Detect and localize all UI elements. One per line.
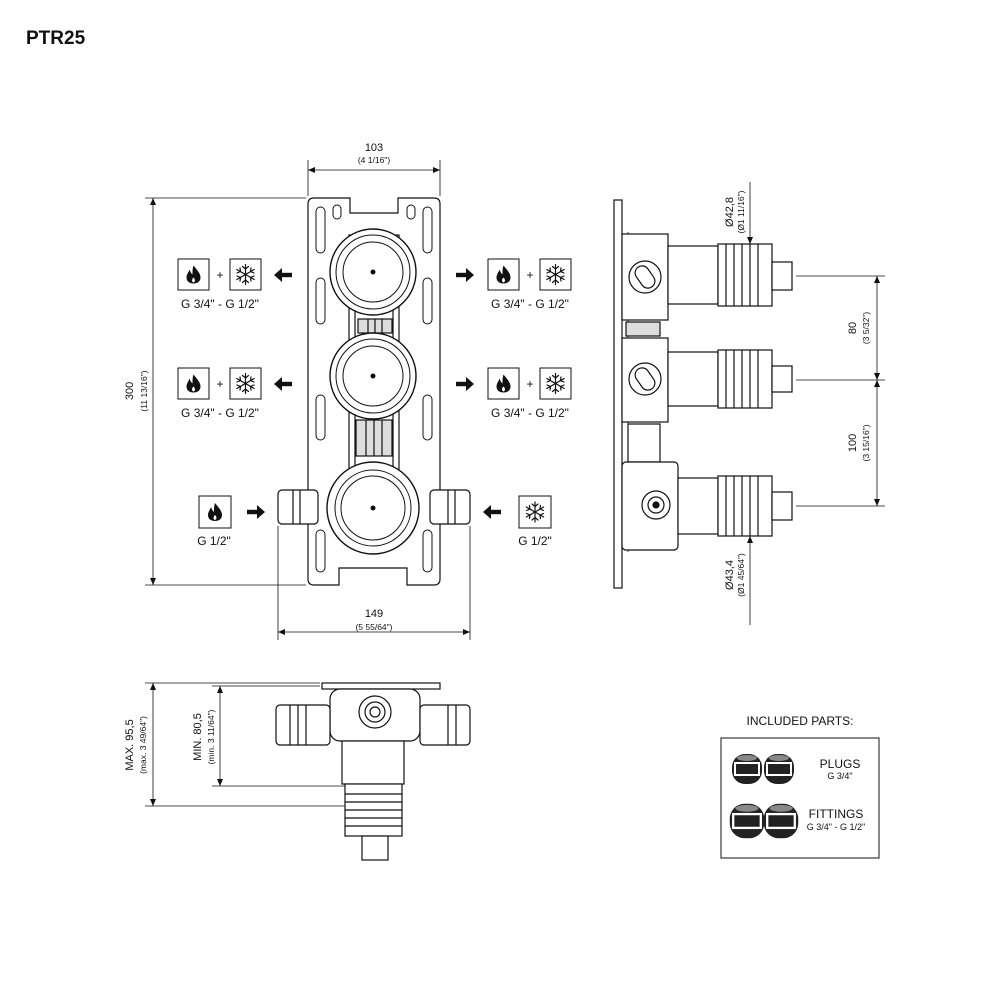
outlet-right-top: + G 3/4" - G 1/2" bbox=[456, 258, 572, 311]
dia-bot-mm-label: Ø43,4 bbox=[724, 560, 736, 590]
outlet-left-top: + G 3/4" - G 1/2" bbox=[177, 258, 292, 311]
svg-text:+: + bbox=[526, 377, 533, 391]
cartridge-bottom bbox=[326, 461, 420, 555]
arrow-icon bbox=[274, 377, 292, 391]
svg-text:+: + bbox=[526, 268, 533, 282]
pitch2-in-label: (3 15/16") bbox=[861, 424, 871, 461]
width-in-label: (4 1/16") bbox=[358, 155, 390, 165]
svg-text:G 3/4" - G 1/2": G 3/4" - G 1/2" bbox=[181, 406, 259, 420]
max-depth-in-label: (max. 3 49/64") bbox=[138, 716, 148, 774]
arrow-icon bbox=[456, 268, 474, 282]
svg-text:+: + bbox=[216, 268, 223, 282]
cartridge-top bbox=[329, 228, 417, 316]
max-depth-mm-label: MAX. 95,5 bbox=[124, 719, 136, 770]
side-dimensions bbox=[747, 182, 885, 625]
arrow-icon bbox=[456, 377, 474, 391]
pitch1-mm-label: 80 bbox=[847, 322, 859, 334]
product-code: PTR25 bbox=[26, 28, 86, 49]
base-in-label: (5 55/64") bbox=[355, 622, 392, 632]
svg-text:G 3/4" - G 1/2": G 3/4" - G 1/2" bbox=[491, 297, 569, 311]
plugs-size: G 3/4" bbox=[827, 771, 852, 781]
plug-icon bbox=[764, 754, 794, 784]
svg-text:G 3/4" - G 1/2": G 3/4" - G 1/2" bbox=[181, 297, 259, 311]
pitch2-mm-label: 100 bbox=[847, 434, 859, 452]
fitting-icon bbox=[729, 803, 765, 839]
outlet-left-middle: + G 3/4" - G 1/2" bbox=[177, 367, 292, 420]
plan-view bbox=[275, 682, 471, 861]
width-mm-label: 103 bbox=[365, 142, 383, 154]
svg-text:G 3/4" - G 1/2": G 3/4" - G 1/2" bbox=[491, 406, 569, 420]
svg-text:G 1/2": G 1/2" bbox=[518, 534, 552, 548]
front-dimensions bbox=[145, 160, 471, 640]
pitch1-in-label: (3 5/32") bbox=[861, 312, 871, 344]
plug-icon bbox=[732, 754, 762, 784]
fitting-icon bbox=[763, 803, 799, 839]
base-mm-label: 149 bbox=[365, 608, 383, 620]
dia-top-in-label: (Ø1 11/16") bbox=[736, 190, 746, 233]
mounting-plate bbox=[307, 197, 441, 586]
fittings-label: FITTINGS bbox=[809, 807, 864, 821]
included-parts-box: INCLUDED PARTS: PLUGS G 3/4" FITTINGS G … bbox=[720, 714, 880, 859]
height-mm-label: 300 bbox=[124, 382, 136, 400]
side-view bbox=[613, 199, 793, 589]
inlet-cold: G 1/2" bbox=[483, 495, 552, 548]
plate-slots bbox=[315, 204, 433, 573]
inlet-hot: G 1/2" bbox=[197, 495, 265, 548]
fittings-size: G 3/4" - G 1/2" bbox=[807, 822, 865, 832]
included-parts-heading: INCLUDED PARTS: bbox=[747, 714, 854, 728]
arrow-icon bbox=[483, 505, 501, 519]
min-depth-in-label: (min. 3 11/64") bbox=[206, 709, 216, 764]
dia-bot-in-label: (Ø1 45/64") bbox=[736, 553, 746, 597]
cartridge-middle bbox=[329, 332, 417, 420]
plan-dimensions bbox=[145, 682, 345, 807]
plugs-label: PLUGS bbox=[820, 757, 861, 771]
dia-top-mm-label: Ø42,8 bbox=[724, 197, 736, 227]
side-plate bbox=[613, 199, 623, 589]
svg-text:G 1/2": G 1/2" bbox=[197, 534, 231, 548]
arrow-icon bbox=[274, 268, 292, 282]
outlet-right-middle: + G 3/4" - G 1/2" bbox=[456, 367, 572, 420]
height-in-label: (11 13/16") bbox=[139, 370, 149, 411]
arrow-icon bbox=[247, 505, 265, 519]
svg-text:+: + bbox=[216, 377, 223, 391]
min-depth-mm-label: MIN. 80,5 bbox=[192, 713, 204, 761]
